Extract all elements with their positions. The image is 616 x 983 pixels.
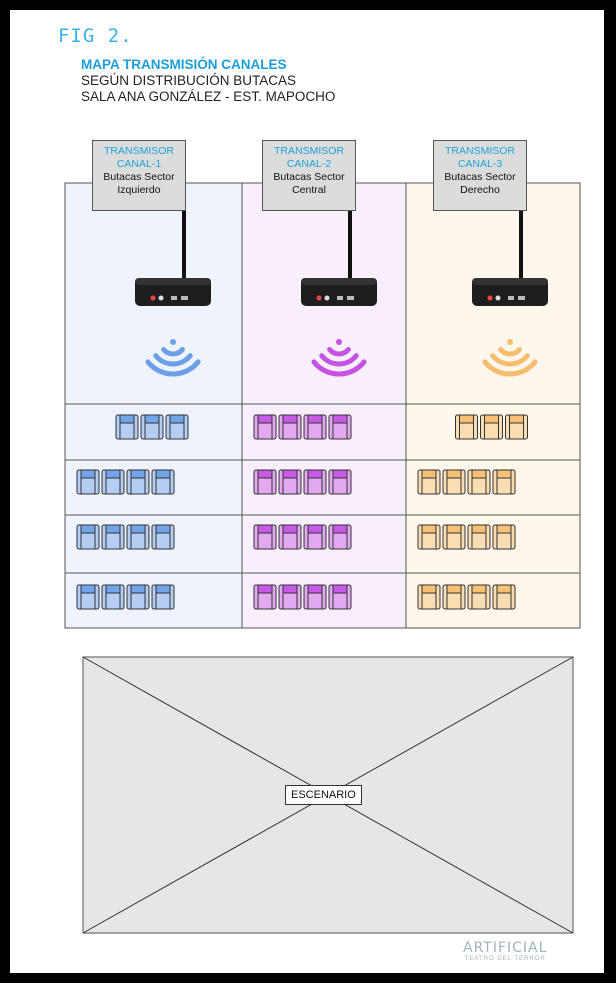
brand-tagline: TEATRO DEL TERROR bbox=[463, 956, 547, 962]
sector-label: Butacas Sector bbox=[93, 171, 185, 184]
seat-back bbox=[333, 470, 347, 478]
router-port bbox=[337, 296, 343, 300]
sector-name: Central bbox=[263, 184, 355, 197]
seat-back bbox=[485, 415, 499, 423]
seat-back bbox=[106, 470, 120, 478]
stage-label: ESCENARIO bbox=[285, 785, 362, 805]
seat-back bbox=[497, 470, 511, 478]
seat-back bbox=[308, 585, 322, 593]
router-top bbox=[472, 278, 548, 285]
seat-back bbox=[333, 525, 347, 533]
channel-label: CANAL-3 bbox=[434, 158, 526, 171]
seat-back bbox=[510, 415, 524, 423]
sector-name: Derecho bbox=[434, 184, 526, 197]
seat-back bbox=[283, 525, 297, 533]
router-port bbox=[347, 296, 354, 300]
seat-back bbox=[283, 470, 297, 478]
seat-back bbox=[422, 525, 436, 533]
router-top bbox=[301, 278, 377, 285]
brand-logo: ARTIFICIAL TEATRO DEL TERROR bbox=[463, 940, 547, 962]
router-port bbox=[317, 296, 322, 301]
seat-back bbox=[81, 470, 95, 478]
router-port bbox=[159, 296, 164, 301]
router-port bbox=[325, 296, 330, 301]
sector-name: Izquierdo bbox=[93, 184, 185, 197]
seat-back bbox=[170, 415, 184, 423]
router-port bbox=[518, 296, 525, 300]
channel-label: CANAL-1 bbox=[93, 158, 185, 171]
seat-back bbox=[156, 525, 170, 533]
seat-back bbox=[81, 585, 95, 593]
router-top bbox=[135, 278, 211, 285]
router-port bbox=[171, 296, 177, 300]
transmitter-label: TRANSMISOR bbox=[263, 145, 355, 158]
seat-back bbox=[258, 470, 272, 478]
seat-back bbox=[497, 585, 511, 593]
seat-back bbox=[308, 470, 322, 478]
router-port bbox=[488, 296, 493, 301]
seat-back bbox=[106, 585, 120, 593]
transmitter-label: TRANSMISOR bbox=[434, 145, 526, 158]
seat-back bbox=[422, 585, 436, 593]
seat-back bbox=[447, 470, 461, 478]
transmitter-box-canal-1: TRANSMISOR CANAL-1 Butacas Sector Izquie… bbox=[92, 140, 186, 211]
router-port bbox=[181, 296, 188, 300]
seat-back bbox=[472, 525, 486, 533]
seat-back bbox=[156, 585, 170, 593]
seat-back bbox=[258, 525, 272, 533]
router-port bbox=[496, 296, 501, 301]
channel-label: CANAL-2 bbox=[263, 158, 355, 171]
seat-back bbox=[145, 415, 159, 423]
sector-column bbox=[65, 183, 242, 628]
transmitter-label: TRANSMISOR bbox=[93, 145, 185, 158]
sector-column bbox=[242, 183, 406, 628]
transmitter-box-canal-2: TRANSMISOR CANAL-2 Butacas Sector Centra… bbox=[262, 140, 356, 211]
seat-back bbox=[81, 525, 95, 533]
sector-label: Butacas Sector bbox=[434, 171, 526, 184]
seat-back bbox=[333, 585, 347, 593]
seat-back bbox=[422, 470, 436, 478]
seat-back bbox=[447, 525, 461, 533]
seat-back bbox=[308, 415, 322, 423]
seat-back bbox=[497, 525, 511, 533]
seat-back bbox=[283, 585, 297, 593]
signal-dot bbox=[507, 339, 513, 345]
seat-back bbox=[333, 415, 347, 423]
seat-back bbox=[131, 470, 145, 478]
sector-column bbox=[406, 183, 580, 628]
seat-back bbox=[460, 415, 474, 423]
seat-back bbox=[447, 585, 461, 593]
sector-label: Butacas Sector bbox=[263, 171, 355, 184]
seat-back bbox=[283, 415, 297, 423]
seat-back bbox=[258, 585, 272, 593]
seat-back bbox=[472, 585, 486, 593]
seat-back bbox=[258, 415, 272, 423]
brand-name: ARTIFICIAL bbox=[463, 940, 547, 956]
seat-back bbox=[106, 525, 120, 533]
seat-back bbox=[120, 415, 134, 423]
transmitter-box-canal-3: TRANSMISOR CANAL-3 Butacas Sector Derech… bbox=[433, 140, 527, 211]
router-port bbox=[508, 296, 514, 300]
signal-dot bbox=[336, 339, 342, 345]
seat-back bbox=[156, 470, 170, 478]
signal-dot bbox=[170, 339, 176, 345]
router-port bbox=[151, 296, 156, 301]
seat-back bbox=[131, 525, 145, 533]
seat-back bbox=[131, 585, 145, 593]
seat-back bbox=[308, 525, 322, 533]
seat-back bbox=[472, 470, 486, 478]
